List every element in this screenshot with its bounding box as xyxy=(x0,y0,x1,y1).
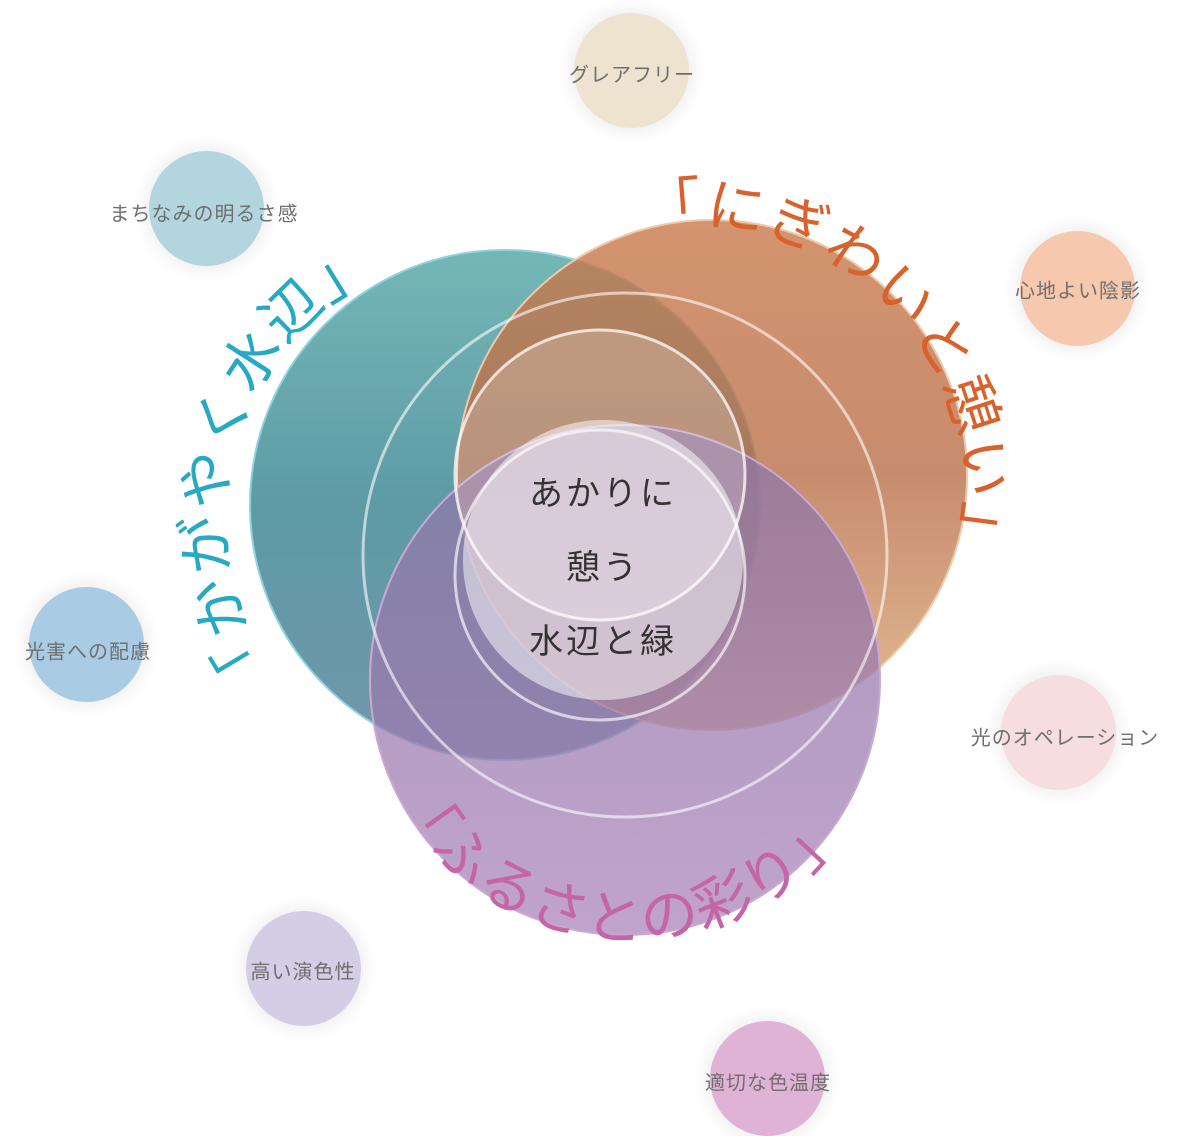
bubble-town-brightness xyxy=(149,151,264,266)
bubble-light-pollution xyxy=(29,587,144,702)
center-area xyxy=(463,420,743,700)
overlay-circle-right xyxy=(361,291,889,819)
bubble-label-high-cri: 高い演色性 xyxy=(250,959,356,984)
bubble-label-light-pollution: 光害への配慮 xyxy=(25,639,151,664)
center-line-3: 水辺と緑 xyxy=(529,622,677,662)
bubble-light-operation xyxy=(1001,675,1116,790)
bubble-color-temp xyxy=(710,1021,825,1136)
bubble-label-glare-free: グレアフリー xyxy=(569,62,695,87)
bubble-glare-free xyxy=(574,13,689,128)
bubble-pleasant-shade xyxy=(1020,231,1135,346)
center-line-1: あかりに xyxy=(529,474,677,514)
center-text: あかりに 憩う 水辺と緑 xyxy=(458,438,748,698)
bubble-high-cri xyxy=(246,911,361,1026)
bubble-label-town-brightness: まちなみの明るさ感 xyxy=(109,201,299,226)
center-line-2: 憩う xyxy=(566,548,640,588)
bubble-label-color-temp: 適切な色温度 xyxy=(705,1070,831,1095)
bubble-label-light-operation: 光のオペレーション xyxy=(970,725,1160,750)
bubble-label-pleasant-shade: 心地よい陰影 xyxy=(1015,278,1141,303)
